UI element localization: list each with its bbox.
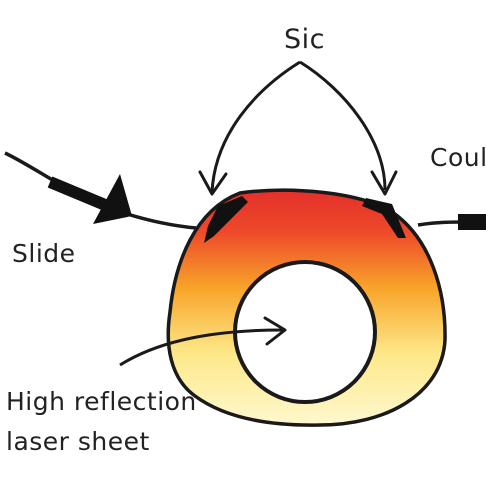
reflection-label-line1: High reflection [6,387,197,416]
sic-cap-right [362,198,406,238]
sic-label: Sic [284,24,325,55]
arrowhead-icon [263,316,287,346]
slide-label: Slide [12,239,76,268]
slide-thick-segment [47,176,113,213]
arrowhead-icon [198,170,228,196]
coupler-block [458,214,486,230]
coupler-label: Coul [430,143,486,172]
reflection-label-line2: laser sheet [6,427,150,456]
sic-arrow-left [210,60,301,193]
arrowhead-icon [370,170,398,196]
sic-arrow-right [299,60,387,191]
sic-cap-left [204,196,248,243]
reflection-arrow [119,328,284,367]
triangle-arrow-icon [93,174,132,224]
coupler-line [417,220,463,227]
